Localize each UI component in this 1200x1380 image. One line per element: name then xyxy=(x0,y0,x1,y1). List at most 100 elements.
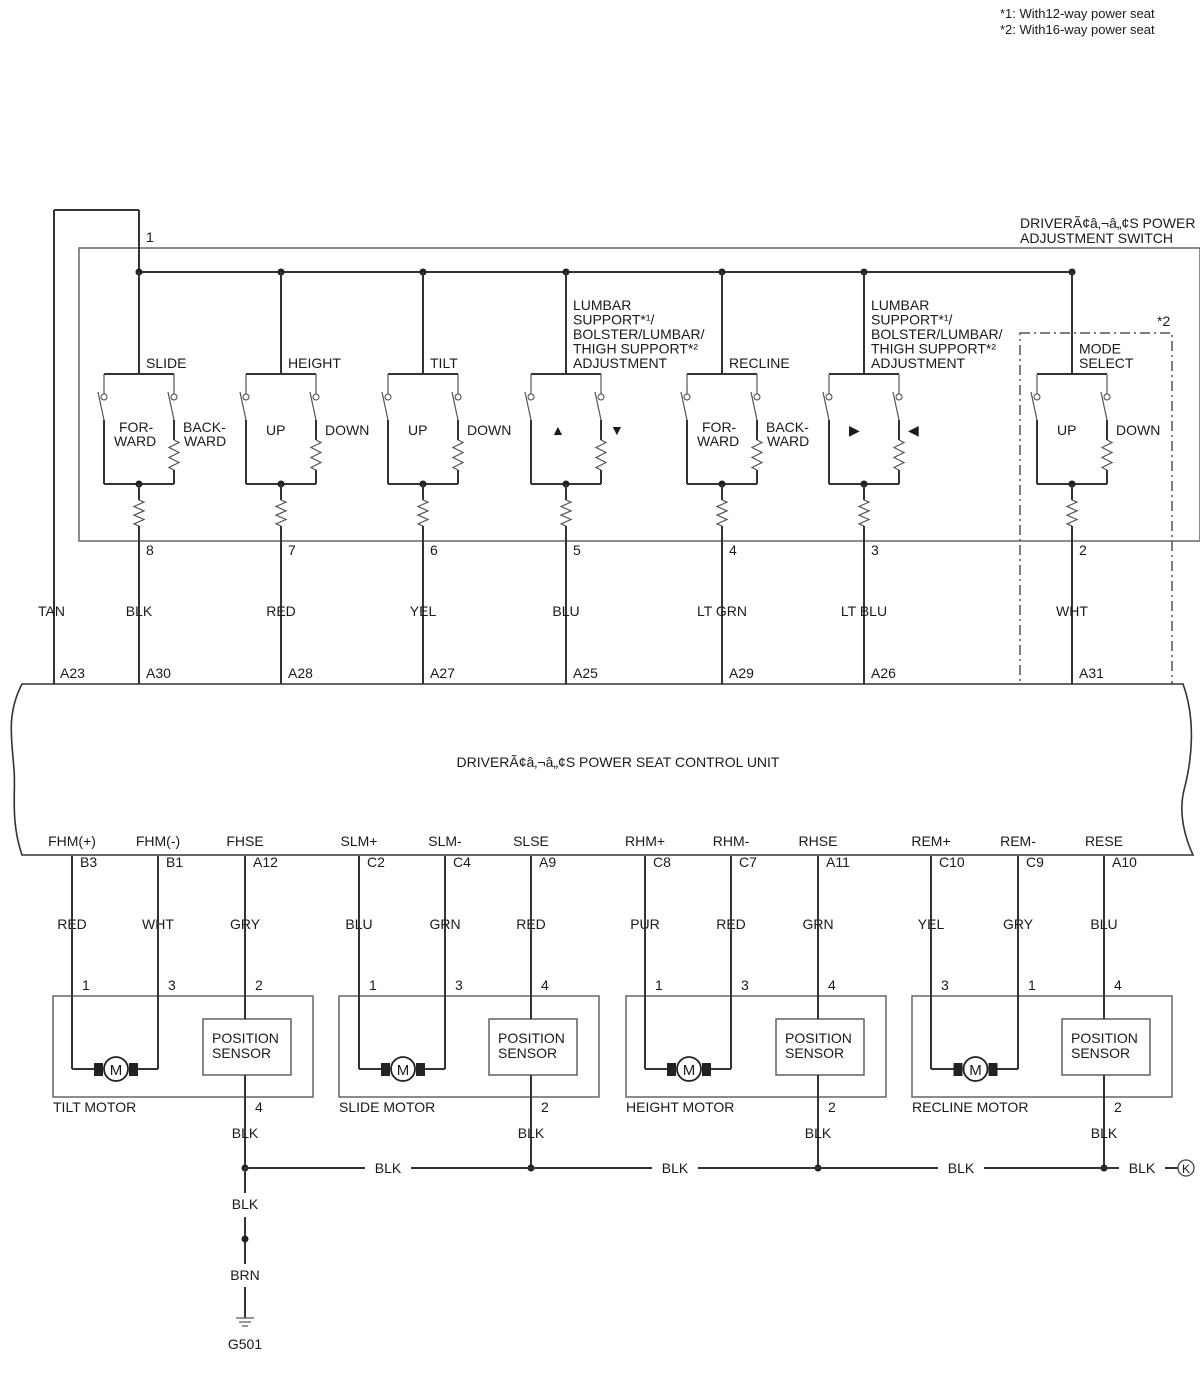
thin xyxy=(892,391,900,421)
resistor-symbol xyxy=(167,439,181,471)
connector-pin-label: C10 xyxy=(939,854,965,870)
signal-label: FHM(-) xyxy=(136,833,180,849)
sensor-label: SENSOR xyxy=(785,1045,844,1061)
switch-position-label: ◀ xyxy=(908,422,919,438)
contact-icon xyxy=(384,393,392,401)
switch-position-label: DOWN xyxy=(1116,422,1160,438)
wire-color-label: TAN xyxy=(38,603,65,619)
ground-label: G501 xyxy=(228,1336,262,1352)
pin-label: 4 xyxy=(1114,977,1122,993)
motor-brush xyxy=(416,1063,425,1076)
contact-icon xyxy=(170,393,178,401)
wire-color-label: BLK xyxy=(948,1160,975,1176)
sensor-label: POSITION xyxy=(1071,1030,1138,1046)
thin xyxy=(97,391,105,421)
thin xyxy=(594,391,602,421)
connector-pin-label: A26 xyxy=(871,665,896,681)
connector-pin-label: A31 xyxy=(1079,665,1104,681)
contact-icon xyxy=(753,393,761,401)
connector-pin-label: C9 xyxy=(1026,854,1044,870)
connector-pin-label: A30 xyxy=(146,665,171,681)
motor-symbol: M xyxy=(110,1062,123,1079)
contact-icon xyxy=(454,393,462,401)
pin-label: 1 xyxy=(655,977,663,993)
switch-label: TILT xyxy=(430,355,458,371)
resistor-symbol xyxy=(416,499,430,527)
motor-brush xyxy=(667,1063,676,1076)
contact-icon xyxy=(1033,393,1041,401)
switch-title: DRIVERÃ¢â‚¬â„¢S POWER S xyxy=(1020,215,1200,231)
contact-icon xyxy=(527,393,535,401)
resistor-symbol xyxy=(892,439,906,471)
wire-color-label: BLK xyxy=(1129,1160,1156,1176)
switch-label: LUMBAR xyxy=(573,297,631,313)
switch-position-label: WARD xyxy=(767,433,809,449)
motor-brush xyxy=(702,1063,711,1076)
connector-pin-label: A23 xyxy=(60,665,85,681)
switch-label: SELECT xyxy=(1079,355,1134,371)
optional-mode-select-region xyxy=(1019,332,1173,713)
signal-label: FHM(+) xyxy=(48,833,96,849)
position-sensor-box xyxy=(775,1018,865,1076)
adjustment-switch-box xyxy=(78,247,1200,542)
connector-pin-label: B1 xyxy=(166,854,183,870)
connector-pin-label: A10 xyxy=(1112,854,1137,870)
switch-position-label: ▶ xyxy=(849,422,860,438)
signal-label: REM- xyxy=(1000,833,1036,849)
pin-label: 2 xyxy=(541,1099,549,1115)
pin-label: 1 xyxy=(146,229,154,245)
thin xyxy=(309,391,317,421)
sensor-label: SENSOR xyxy=(1071,1045,1130,1061)
connector-pin-label: C7 xyxy=(739,854,757,870)
signal-label: RHM- xyxy=(713,833,750,849)
contact-icon xyxy=(242,393,250,401)
switch-label: BOLSTER/LUMBAR/ xyxy=(573,326,705,342)
motor-box xyxy=(911,995,1173,1098)
switch-position-label: BACK- xyxy=(183,419,226,435)
signal-label: FHSE xyxy=(226,833,263,849)
switch-position-label: WARD xyxy=(114,433,156,449)
pin-label: 5 xyxy=(573,542,581,558)
wire-color-label: BLK xyxy=(232,1125,259,1141)
switch-position-label: WARD xyxy=(697,433,739,449)
connector-pin-label: C2 xyxy=(367,854,385,870)
note-marker: *2 xyxy=(1157,313,1170,329)
switch-label: LUMBAR xyxy=(871,297,929,313)
pin-label: 8 xyxy=(146,542,154,558)
switch-position-label: FOR- xyxy=(119,419,154,435)
switch-label: BOLSTER/LUMBAR/ xyxy=(871,326,1003,342)
sensor-label: POSITION xyxy=(212,1030,279,1046)
switch-position-label: UP xyxy=(266,422,285,438)
resistor-symbol xyxy=(1100,439,1114,471)
motor-icon xyxy=(103,1056,129,1082)
connector-pin-label: C8 xyxy=(653,854,671,870)
pin-label: 3 xyxy=(455,977,463,993)
switch-position-label: ▼ xyxy=(610,422,624,438)
sensor-label: POSITION xyxy=(785,1030,852,1046)
wire-color-label: BLK xyxy=(232,1196,259,1212)
connector-k-icon xyxy=(1177,1159,1195,1177)
pin-label: 2 xyxy=(1079,542,1087,558)
connector-pin-label: C4 xyxy=(453,854,471,870)
pin-label: 2 xyxy=(1114,1099,1122,1115)
switch-label: RECLINE xyxy=(729,355,790,371)
wire-color-label: BLK xyxy=(518,1125,545,1141)
contact-icon xyxy=(683,393,691,401)
switch-position-label: BACK- xyxy=(766,419,809,435)
control-unit-label: DRIVERÃ¢â‚¬â„¢S POWER SEAT CONTROL UNIT xyxy=(457,754,780,770)
motor-label: HEIGHT MOTOR xyxy=(626,1099,734,1115)
connector-pin-label: A12 xyxy=(253,854,278,870)
resistor-symbol xyxy=(274,499,288,527)
connector-pin-label: A9 xyxy=(539,854,556,870)
motor-icon xyxy=(676,1056,702,1082)
pin-label: 3 xyxy=(941,977,949,993)
pin-label: 3 xyxy=(168,977,176,993)
connector-label: K xyxy=(1182,1162,1190,1176)
switch-position-label: WARD xyxy=(184,433,226,449)
thin xyxy=(381,391,389,421)
connector-pin-label: A11 xyxy=(826,854,850,870)
switch-label: SUPPORT*¹/ xyxy=(871,312,953,328)
signal-label: REM+ xyxy=(911,833,950,849)
pin-label: 4 xyxy=(729,542,737,558)
